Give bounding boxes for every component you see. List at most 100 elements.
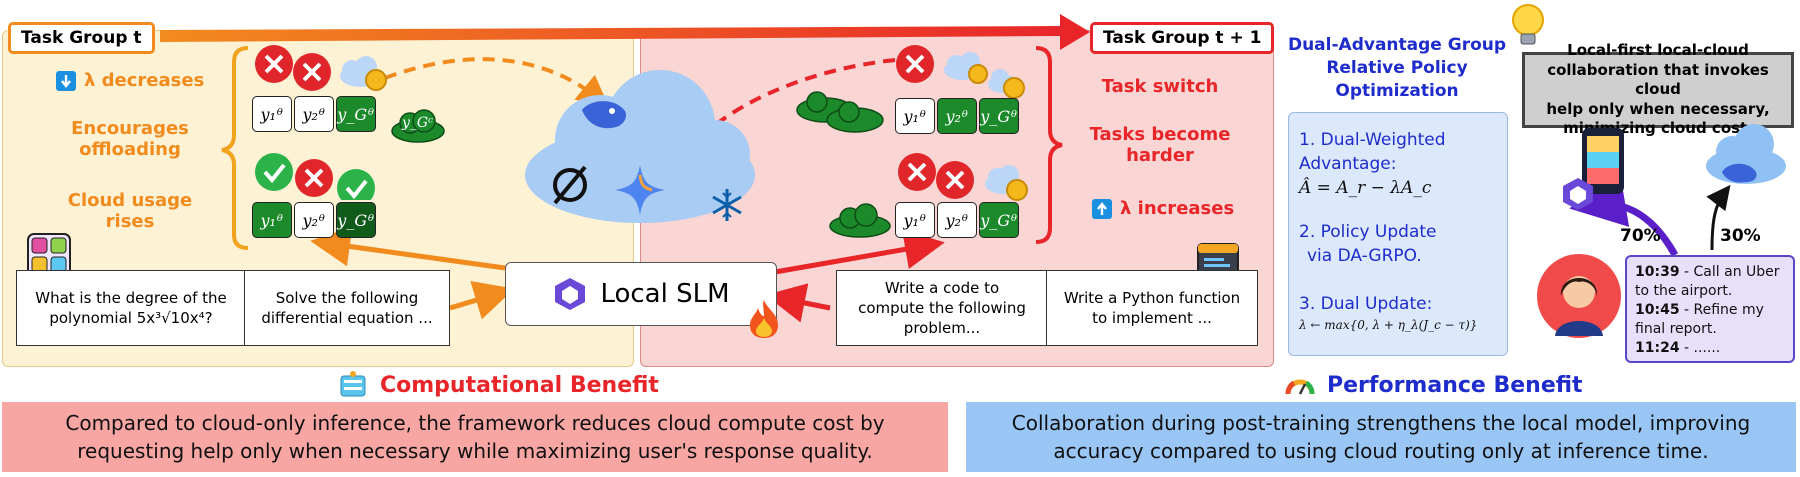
left-brace <box>221 46 249 250</box>
computational-benefit-box: Compared to cloud-only inference, the fr… <box>2 402 948 472</box>
chat-line3: 11:24 - ...... <box>1635 339 1721 356</box>
left-response-row1: y₁ᶿ y₂ᶿ y_Gᶿ <box>252 96 376 132</box>
harder-line2: harder <box>1126 145 1194 166</box>
response-yG-box: y_Gᶿ <box>979 98 1019 134</box>
dual-title-line2: Relative Policy <box>1326 57 1468 78</box>
dual-title-line1: Dual-Advantage Group <box>1287 35 1507 55</box>
prompt3-line3: problem... <box>903 319 981 338</box>
computational-line2: requesting help only when necessary whil… <box>77 439 873 463</box>
qwen-logo-icon <box>1563 178 1593 210</box>
step1-line2: Advantage: <box>1299 153 1397 174</box>
response-y1-box: y₁ᶿ <box>895 98 935 134</box>
cloud-coin-icon <box>944 52 988 84</box>
dual-advantage-title: Dual-Advantage Group Relative Policy Opt… <box>1282 34 1512 103</box>
python-prompt-box: Write a Python function to implement ... <box>1046 270 1258 346</box>
cross-icon <box>293 53 331 91</box>
left-top-judgements <box>255 45 387 91</box>
step1-line1: 1. Dual-Weighted <box>1299 130 1446 150</box>
prompt3-line2: compute the following <box>858 298 1026 317</box>
prompt4-line1: Write a Python function <box>1063 288 1241 307</box>
local-slm-box: Local SLM <box>505 262 777 326</box>
local-slm-label: Local SLM <box>600 279 730 309</box>
response-y1-box: y₁ᶿ <box>252 202 292 238</box>
computational-benefit-header: Computational Benefit <box>338 370 659 400</box>
dual-title-line3: Optimization <box>1335 80 1459 101</box>
cross-icon <box>936 161 974 199</box>
prompt2-line1: Solve the following <box>275 288 419 307</box>
step2: 2. Policy Update via DA-GRPO. <box>1299 221 1437 269</box>
cross-icon <box>295 159 333 197</box>
lambda-down-icon <box>56 70 76 91</box>
snowflake-icon <box>712 189 742 221</box>
performance-benefit-header: Performance Benefit <box>1285 370 1583 400</box>
computational-line1: Compared to cloud-only inference, the fr… <box>65 411 885 435</box>
note-line1: Local-first local-cloud <box>1567 41 1749 60</box>
cloud-deepseek-icon <box>1706 124 1786 184</box>
response-y2-box: y₂ᶿ <box>937 98 977 134</box>
local-percentage: 70% <box>1620 226 1661 246</box>
prompt1-line2: polynomial 5x³√10x⁴? <box>49 309 213 327</box>
right-bottom-judgements <box>898 153 1028 201</box>
right-response-row2: y₁ᶿ y₂ᶿ y_Gᶿ <box>895 202 1019 238</box>
right-top-judgements <box>896 45 1025 99</box>
offload-dashed-arrow-left <box>384 57 610 108</box>
chat-line2: 10:45 - Refine my final report. <box>1635 301 1764 337</box>
phone-icon <box>1582 128 1624 194</box>
cloud-usage-line2: rises <box>105 211 155 232</box>
left-response-row2: y₁ᶿ y₂ᶿ y_Gᶿ <box>252 202 376 238</box>
task-progression-arrow <box>160 14 1090 50</box>
tasks-harder-text: Tasks become harder <box>1085 124 1235 166</box>
check-icon <box>337 169 375 200</box>
right-brace <box>1035 46 1063 244</box>
cloud-coin-icon <box>340 56 387 91</box>
left-bottom-judgements <box>255 153 375 200</box>
cloud-usage-rises-text: Cloud usage rises <box>50 190 210 232</box>
step1: 1. Dual-Weighted Advantage: Â = A_r − λA… <box>1299 129 1446 200</box>
response-y2-box: y₂ᶿ <box>937 202 977 238</box>
response-y1-box: y₁ᶿ <box>895 202 935 238</box>
response-yG-box: y_Gᶿ <box>336 96 376 132</box>
cross-icon <box>898 153 936 191</box>
prompt1-line1: What is the degree of the <box>35 288 227 307</box>
performance-line2: accuracy compared to using cloud routing… <box>1053 439 1709 463</box>
left-prompts-to-slm-arrow <box>449 281 515 320</box>
prompt4-line2: to implement ... <box>1092 309 1212 327</box>
openai-logo-icon <box>553 165 587 205</box>
cloud-route-arrow <box>1706 184 1731 251</box>
calculator-icon <box>27 233 71 277</box>
cross-icon <box>896 45 934 83</box>
encourages-line1: Encourages <box>71 118 189 139</box>
step3: 3. Dual Update: λ ← max{0, λ + η_λ(J_c −… <box>1299 293 1477 334</box>
local-first-note: Local-first local-cloud collaboration th… <box>1522 41 1794 137</box>
response-y2-box: y₂ᶿ <box>294 202 334 238</box>
response-y2-box: y₂ᶿ <box>294 96 334 132</box>
person-avatar-icon <box>1537 254 1621 338</box>
response-yG-box: y_Gᶿ <box>979 202 1019 238</box>
user-request-history: 10:39 - Call an Uber to the airport. 10:… <box>1625 255 1795 363</box>
cloud-response-label: y_Gᶜ <box>402 115 434 131</box>
performance-benefit-title: Performance Benefit <box>1327 372 1583 398</box>
prompt2-line2: differential equation ... <box>261 309 433 327</box>
green-cloud-icon <box>391 109 445 143</box>
cloud-llm-group <box>525 70 755 223</box>
task-group-t-label: Task Group t <box>8 22 155 54</box>
harder-line1: Tasks become <box>1089 124 1231 145</box>
check-icon <box>255 153 293 191</box>
performance-line1: Collaboration during post-training stren… <box>1011 411 1751 435</box>
cloud-response-left: y_Gᶜ <box>390 107 446 147</box>
cloud-responses-right <box>795 88 885 138</box>
encourages-line2: offloading <box>79 139 181 160</box>
lambda-increases-text: λ increases <box>1120 198 1235 219</box>
dual-steps-panel: 1. Dual-Weighted Advantage: Â = A_r − λA… <box>1288 112 1508 356</box>
cloud-percentage: 30% <box>1720 226 1761 246</box>
slm-to-left-responses-arrow <box>310 226 506 271</box>
cloud-coin-icon <box>988 69 1025 99</box>
qwen-logo-icon <box>555 278 586 310</box>
computational-benefit-title: Computational Benefit <box>380 372 659 398</box>
performance-benefit-box: Collaboration during post-training stren… <box>966 402 1796 472</box>
gemini-star-icon <box>615 165 665 215</box>
cloud-usage-line1: Cloud usage <box>67 190 193 211</box>
encourages-offloading-text: Encourages offloading <box>50 118 210 160</box>
